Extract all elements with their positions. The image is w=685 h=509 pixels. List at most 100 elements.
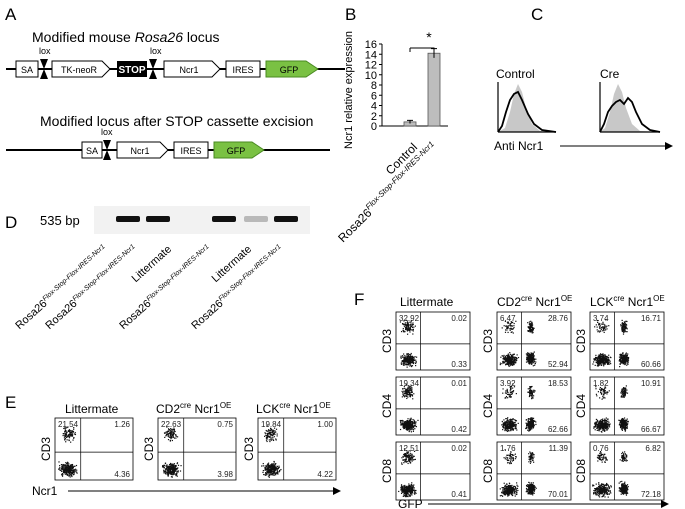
quadrant-ur-value: 0.75 [217,420,233,429]
sa-label: SA [86,146,98,156]
histogram-cre-title: Cre [600,67,620,81]
quadrant-ul-value: 3.74 [593,314,609,323]
lox-site-icon [103,140,111,160]
panel-a-title2: Modified locus after STOP cassette excis… [40,113,313,129]
gfp-label: GFP [280,65,299,75]
lox-site-icon [40,59,48,79]
quadrant-ul-value: 6.47 [500,314,516,323]
quadrant-lr-value: 0.42 [451,425,467,434]
lox-label: lox [150,46,162,56]
quadrant-ul-value: 3.92 [500,379,516,388]
panel-label-a: A [5,5,17,24]
quadrant-ur-value: 28.76 [548,314,569,323]
chart-y-tick-label: 6 [371,90,377,102]
gel-band [146,216,170,222]
flow-events [592,450,629,498]
flow-plot-ylabel: CD8 [574,459,588,483]
histogram-control [497,82,557,133]
quadrant-ur-value: 1.00 [317,420,333,429]
quadrant-lr-value: 60.66 [641,360,662,369]
quadrant-ur-value: 0.02 [451,444,467,453]
flow-events [398,448,417,498]
flow-plot: 21.54 1.26 4.36 CD3 [39,417,134,481]
ires-label: IRES [232,65,253,75]
chart-y-tick-label: 14 [365,49,377,61]
panel-label-e: E [5,393,16,412]
flow-plot-title: CD2cre Ncr1OE [497,294,572,309]
quadrant-ul-value: 21.54 [58,420,79,429]
lox-site-icon [149,59,157,79]
quadrant-ul-value: 19.34 [399,379,420,388]
chart-ylabel: Ncr1 relative expression [343,31,355,149]
flow-events [58,426,78,478]
ncr1-label: Ncr1 [179,65,198,75]
flow-events [593,385,629,433]
quadrant-lr-value: 4.22 [317,470,333,479]
quadrant-lr-value: 62.66 [548,425,569,434]
quadrant-lr-value: 4.36 [114,470,130,479]
gel-band [212,216,236,222]
panel-label-f: F [354,290,364,309]
quadrant-lr-value: 72.18 [641,490,662,499]
quadrant-ul-value: 1.82 [593,379,609,388]
flow-plot-ylabel: CD3 [39,437,53,461]
flow-plot-ylabel: CD4 [380,394,394,418]
lox-label: lox [101,127,113,137]
flow-plot-title: LCKcre Ncr1OE [256,401,331,416]
chart-y-tick-label: 4 [371,101,377,113]
panel-label-d: D [5,213,17,232]
tkneor-label: TK-neoR [61,65,98,75]
quadrant-ur-value: 18.53 [548,379,569,388]
quadrant-ur-value: 11.39 [549,444,569,453]
quadrant-lr-value: 52.94 [548,360,569,369]
chart-y-tick-label: 0 [371,121,377,133]
flow-events [261,425,282,478]
flow-plot-ylabel: CD3 [481,329,495,353]
quadrant-ul-value: 32.92 [399,314,420,323]
flow-events [399,319,418,368]
flow-events [499,449,537,497]
flow-plot-title: LCKcre Ncr1OE [590,294,665,309]
gfp-label: GFP [227,146,246,156]
panel-f-xlabel: GFP [398,497,423,509]
flow-events [501,383,537,433]
flow-plot: 3.92 18.53 62.66 CD4 [481,376,572,436]
flow-plot: 19.34 0.01 0.42 CD4 [380,376,471,436]
quadrant-lr-value: 0.41 [451,490,467,499]
quadrant-lr-value: 70.01 [548,490,569,499]
quadrant-lr-value: 0.33 [451,360,467,369]
chart-y-tick-label: 2 [371,111,377,123]
panel-a-title1: Modified mouse Rosa26 locus [32,29,220,45]
quadrant-ul-value: 22.63 [161,420,182,429]
gel-band [116,216,140,222]
chart-bar [427,52,441,127]
panel-e-xlabel: Ncr1 [32,484,58,498]
ires-label: IRES [180,146,201,156]
ncr1-label: Ncr1 [130,146,149,156]
quadrant-ur-value: 16.71 [641,314,662,323]
flow-plot-ylabel: CD4 [481,394,495,418]
flow-plot-ylabel: CD8 [380,459,394,483]
flow-events [161,426,182,478]
chart-y-tick-label: 12 [365,60,377,72]
gel-band [274,216,298,222]
histogram-xlabel: Anti Ncr1 [494,139,544,153]
significance-star: * [426,29,432,45]
quadrant-ur-value: 1.26 [114,420,130,429]
quadrant-lr-value: 66.67 [641,425,662,434]
flow-plot-title: Littermate [65,402,119,416]
quadrant-ur-value: 0.01 [451,379,467,388]
flow-plot-ylabel: CD3 [242,437,256,461]
quadrant-ur-value: 0.02 [451,314,467,323]
quadrant-ur-value: 10.91 [641,379,662,388]
